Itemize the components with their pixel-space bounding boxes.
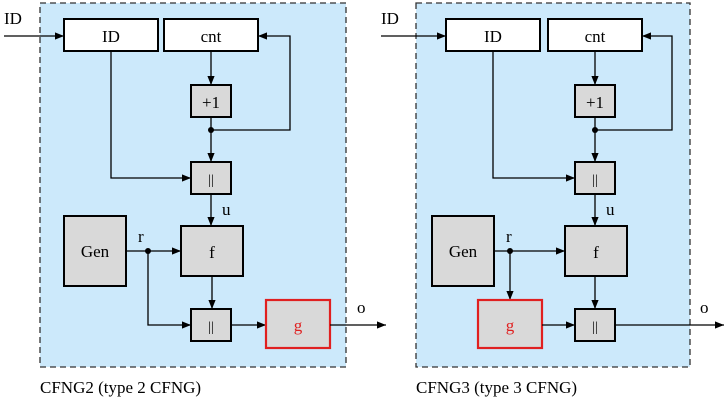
signal-o-label: o	[357, 298, 366, 317]
increment-block: +1	[574, 84, 616, 118]
id-register-block: ID	[445, 18, 541, 52]
panel-cfng2: ID ID cnt +1 || u	[4, 2, 386, 397]
concat-1-label: ||	[208, 173, 214, 188]
signal-u-label: u	[606, 200, 615, 219]
signal-r-label: r	[506, 227, 512, 246]
panel-caption: CFNG3 (type 3 CFNG)	[416, 378, 577, 397]
concat-2-label: ||	[592, 320, 598, 335]
concat-block-1: ||	[574, 161, 616, 195]
signal-u-label: u	[222, 200, 231, 219]
feedback-arrow-to-cnt	[211, 32, 291, 131]
arrow-id-to-concat	[492, 51, 575, 182]
function-g-label: g	[506, 316, 515, 335]
counter-block: cnt	[163, 18, 259, 52]
concat-block-1: ||	[190, 161, 232, 195]
input-label: ID	[4, 9, 22, 28]
increment-label: +1	[202, 93, 220, 112]
increment-block: +1	[190, 84, 232, 118]
function-f-label: f	[593, 243, 599, 262]
panel-caption: CFNG2 (type 2 CFNG)	[40, 378, 201, 397]
function-g-label: g	[294, 316, 303, 335]
panel-cfng3: ID ID cnt +1 || u	[381, 2, 724, 397]
function-g-block: g	[264, 298, 332, 350]
concat-2-label: ||	[208, 320, 214, 335]
panel-cfng3-background	[415, 2, 691, 368]
increment-label: +1	[586, 93, 604, 112]
arrow-r-to-concat	[147, 251, 191, 329]
generator-label: Gen	[449, 242, 478, 261]
function-g-block: g	[476, 298, 544, 350]
concat-1-label: ||	[592, 173, 598, 188]
signal-r-label: r	[138, 227, 144, 246]
arrow-id-to-concat	[110, 51, 191, 182]
counter-label: cnt	[201, 27, 222, 46]
signal-o-label: o	[700, 298, 709, 317]
function-f-block: f	[180, 225, 244, 277]
concat-block-2: ||	[190, 308, 232, 342]
generator-block: Gen	[431, 215, 495, 287]
counter-block: cnt	[547, 18, 643, 52]
function-f-block: f	[564, 225, 628, 277]
counter-label: cnt	[585, 27, 606, 46]
id-register-label: ID	[102, 27, 120, 46]
input-label: ID	[381, 9, 399, 28]
generator-label: Gen	[81, 242, 110, 261]
id-register-block: ID	[63, 18, 159, 52]
concat-block-2: ||	[574, 308, 616, 342]
id-register-label: ID	[484, 27, 502, 46]
generator-block: Gen	[63, 215, 127, 287]
feedback-arrow-to-cnt	[595, 32, 673, 131]
function-f-label: f	[209, 243, 215, 262]
